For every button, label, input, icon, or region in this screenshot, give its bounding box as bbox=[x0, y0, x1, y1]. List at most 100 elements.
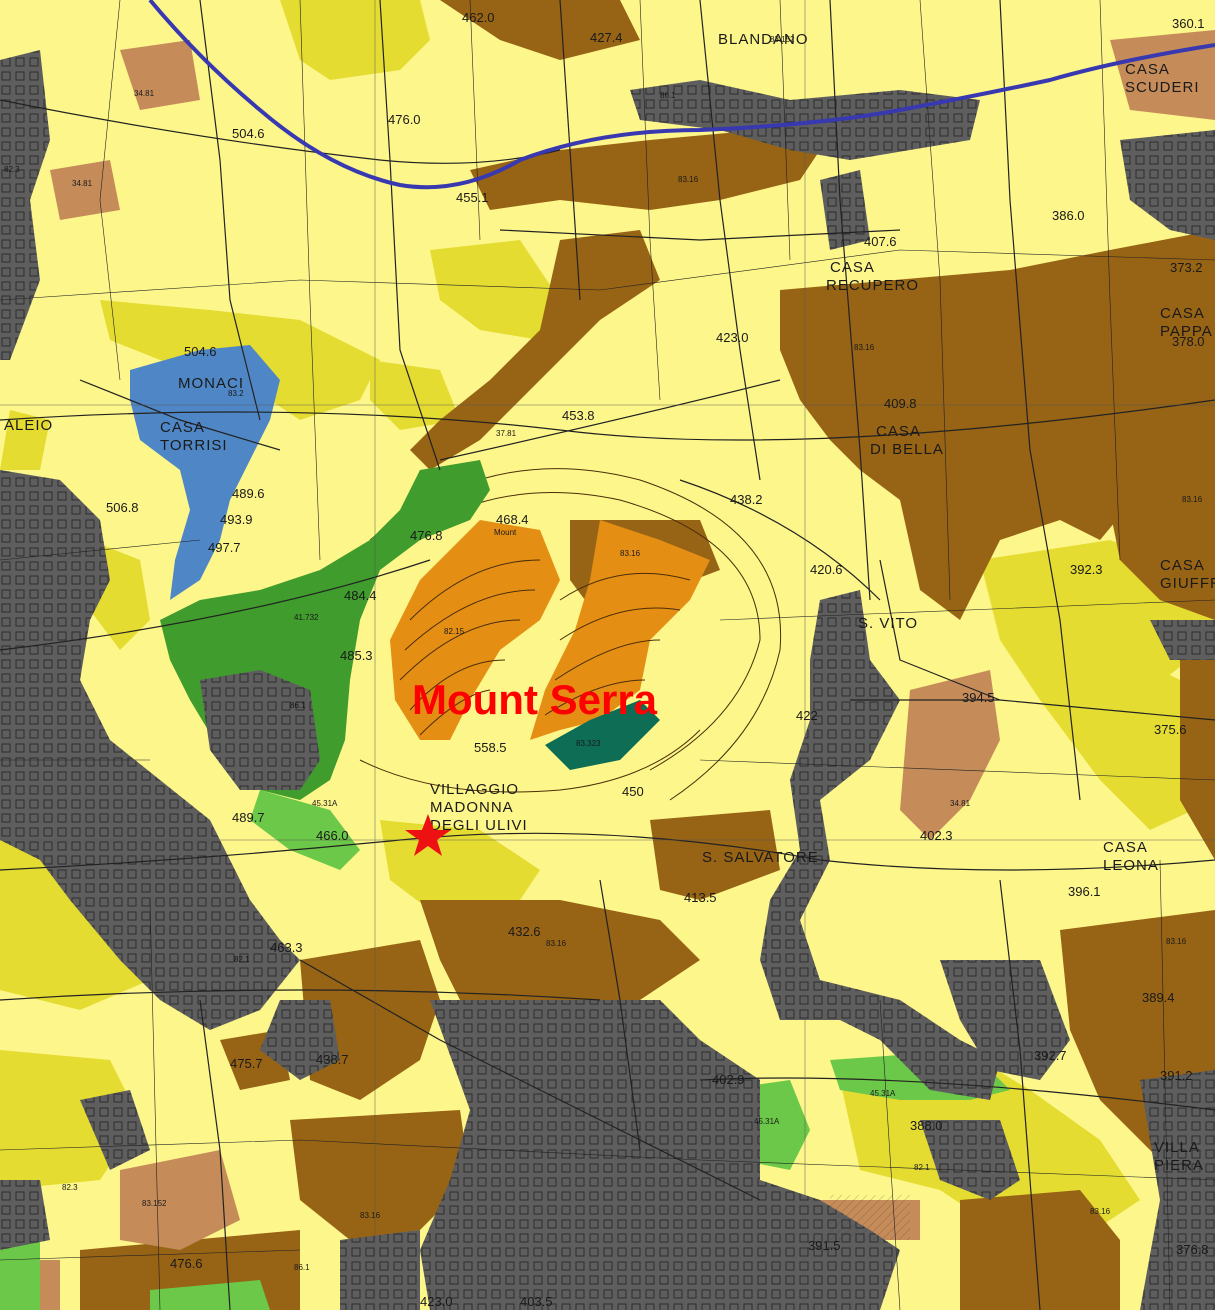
svg-text:403.5: 403.5 bbox=[520, 1294, 553, 1309]
svg-text:82.3: 82.3 bbox=[62, 1183, 78, 1192]
svg-text:DI BELLA: DI BELLA bbox=[870, 441, 944, 458]
svg-text:GIUFFRE: GIUFFRE bbox=[1160, 575, 1215, 592]
svg-text:476.0: 476.0 bbox=[388, 112, 421, 127]
svg-text:476.6: 476.6 bbox=[170, 1256, 203, 1271]
svg-text:378.0: 378.0 bbox=[1172, 334, 1205, 349]
svg-text:34.81: 34.81 bbox=[72, 179, 93, 188]
elevation-labels: 462.0 427.4 360.1 504.6 476.0 455.1 407.… bbox=[106, 10, 1209, 1309]
svg-text:497.7: 497.7 bbox=[208, 540, 241, 555]
svg-text:CASA: CASA bbox=[876, 423, 921, 440]
svg-text:PIERA: PIERA bbox=[1154, 1157, 1204, 1174]
svg-text:423.0: 423.0 bbox=[716, 330, 749, 345]
svg-text:LEONA: LEONA bbox=[1103, 857, 1159, 874]
svg-text:468.4: 468.4 bbox=[496, 512, 529, 527]
svg-text:375.6: 375.6 bbox=[1154, 722, 1187, 737]
svg-text:420.6: 420.6 bbox=[810, 562, 843, 577]
svg-text:RECUPERO: RECUPERO bbox=[826, 277, 919, 294]
svg-text:402.3: 402.3 bbox=[920, 828, 953, 843]
svg-text:558.5: 558.5 bbox=[474, 740, 507, 755]
svg-text:475.7: 475.7 bbox=[230, 1056, 263, 1071]
svg-text:34.81: 34.81 bbox=[950, 799, 971, 808]
svg-text:83.152: 83.152 bbox=[142, 1199, 167, 1208]
svg-text:83.152: 83.152 bbox=[770, 35, 795, 44]
svg-text:CASA: CASA bbox=[160, 419, 205, 436]
svg-text:45.31A: 45.31A bbox=[312, 799, 338, 808]
svg-text:388.0: 388.0 bbox=[910, 1118, 943, 1133]
svg-text:413.5: 413.5 bbox=[684, 890, 717, 905]
svg-text:S. VITO: S. VITO bbox=[858, 615, 918, 632]
svg-text:396.1: 396.1 bbox=[1068, 884, 1101, 899]
svg-text:86.1: 86.1 bbox=[290, 701, 306, 710]
svg-text:82.3: 82.3 bbox=[4, 165, 20, 174]
svg-text:82.1: 82.1 bbox=[914, 1163, 930, 1172]
svg-text:432.6: 432.6 bbox=[508, 924, 541, 939]
svg-text:45.31A: 45.31A bbox=[870, 1089, 896, 1098]
svg-text:394.5: 394.5 bbox=[962, 690, 995, 705]
svg-text:391.5: 391.5 bbox=[808, 1238, 841, 1253]
svg-text:402.9: 402.9 bbox=[712, 1072, 745, 1087]
svg-text:83.16: 83.16 bbox=[1182, 495, 1203, 504]
svg-text:S. SALVATORE: S. SALVATORE bbox=[702, 849, 819, 866]
svg-text:CASA: CASA bbox=[1103, 839, 1148, 856]
svg-text:83.2: 83.2 bbox=[228, 389, 244, 398]
blue-area bbox=[130, 345, 280, 600]
svg-text:83.16: 83.16 bbox=[1090, 1207, 1111, 1216]
svg-text:463.3: 463.3 bbox=[270, 940, 303, 955]
svg-text:SCUDERI: SCUDERI bbox=[1125, 79, 1200, 96]
svg-text:CASA: CASA bbox=[1125, 61, 1170, 78]
svg-text:422: 422 bbox=[796, 708, 818, 723]
svg-text:409.8: 409.8 bbox=[884, 396, 917, 411]
svg-text:485.3: 485.3 bbox=[340, 648, 373, 663]
svg-text:82.1: 82.1 bbox=[234, 955, 250, 964]
svg-text:CASA: CASA bbox=[1160, 305, 1205, 322]
red-star-icon bbox=[405, 814, 451, 856]
svg-text:462.0: 462.0 bbox=[462, 10, 495, 25]
dark-green-patch bbox=[545, 700, 660, 770]
svg-text:37.81: 37.81 bbox=[496, 429, 517, 438]
svg-text:506.8: 506.8 bbox=[106, 500, 139, 515]
svg-text:VILLA: VILLA bbox=[1154, 1139, 1200, 1156]
svg-text:CASA: CASA bbox=[830, 259, 875, 276]
svg-text:DEGLI ULIVI: DEGLI ULIVI bbox=[430, 817, 528, 834]
river-line bbox=[148, 0, 1215, 190]
svg-text:466.0: 466.0 bbox=[316, 828, 349, 843]
svg-text:423.0: 423.0 bbox=[420, 1294, 453, 1309]
svg-text:83.16: 83.16 bbox=[360, 1211, 381, 1220]
svg-text:450: 450 bbox=[622, 784, 644, 799]
svg-text:427.4: 427.4 bbox=[590, 30, 623, 45]
svg-text:83.16: 83.16 bbox=[854, 343, 875, 352]
built-up-layer bbox=[0, 50, 1215, 1310]
svg-text:MADONNA: MADONNA bbox=[430, 799, 514, 816]
land-use-codes: 34.81 86.1 83.152 83.16 82.3 34.81 83.2 … bbox=[4, 35, 1203, 1272]
svg-text:493.9: 493.9 bbox=[220, 512, 253, 527]
svg-text:Mount: Mount bbox=[494, 528, 517, 537]
svg-text:392.3: 392.3 bbox=[1070, 562, 1103, 577]
svg-text:83.323: 83.323 bbox=[576, 739, 601, 748]
svg-text:34.81: 34.81 bbox=[134, 89, 155, 98]
svg-text:484.4: 484.4 bbox=[344, 588, 377, 603]
svg-text:391.2: 391.2 bbox=[1160, 1068, 1193, 1083]
svg-text:407.6: 407.6 bbox=[864, 234, 897, 249]
svg-text:83.16: 83.16 bbox=[546, 939, 567, 948]
svg-text:376.8: 376.8 bbox=[1176, 1242, 1209, 1257]
svg-text:360.1: 360.1 bbox=[1172, 16, 1205, 31]
place-names: BLANDANO CASA SCUDERI CASA RECUPERO CASA… bbox=[4, 31, 1215, 1174]
svg-text:453.8: 453.8 bbox=[562, 408, 595, 423]
svg-text:TORRISI: TORRISI bbox=[160, 437, 228, 454]
svg-text:504.6: 504.6 bbox=[232, 126, 265, 141]
svg-text:83.16: 83.16 bbox=[1166, 937, 1187, 946]
svg-text:MONACI: MONACI bbox=[178, 375, 244, 392]
svg-text:ALEIO: ALEIO bbox=[4, 417, 53, 434]
svg-text:82.15: 82.15 bbox=[444, 627, 465, 636]
svg-text:373.2: 373.2 bbox=[1170, 260, 1203, 275]
svg-text:PAPPA: PAPPA bbox=[1160, 323, 1213, 340]
svg-text:489.6: 489.6 bbox=[232, 486, 265, 501]
svg-text:86.1: 86.1 bbox=[294, 1263, 310, 1272]
svg-text:86.1: 86.1 bbox=[660, 91, 676, 100]
svg-text:504.6: 504.6 bbox=[184, 344, 217, 359]
svg-text:CASA: CASA bbox=[1160, 557, 1205, 574]
svg-text:VILLAGGIO: VILLAGGIO bbox=[430, 781, 519, 798]
